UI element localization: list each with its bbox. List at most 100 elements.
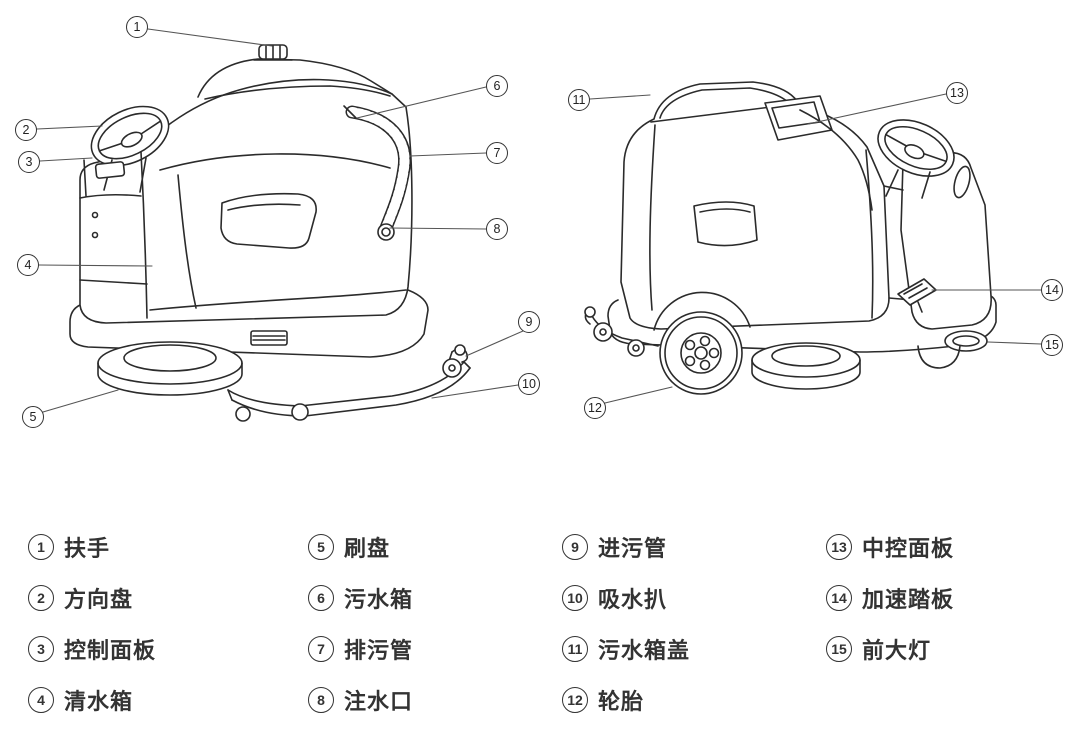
callout-9-sewage-inlet: 9 bbox=[518, 311, 540, 333]
tank-top-cap bbox=[197, 58, 393, 98]
legend-item-accelerator-pedal: 14 加速踏板 bbox=[826, 584, 955, 612]
legend-item-control-panel: 3 控制面板 bbox=[28, 635, 157, 663]
beacon bbox=[253, 44, 293, 61]
legend-label: 轮胎 bbox=[598, 688, 645, 714]
machine-diagram-area: 1 2 3 4 5 6 7 8 9 10 11 12 13 14 15 bbox=[15, 16, 1063, 428]
legend-number: 13 bbox=[826, 533, 852, 560]
legend-item-clean-water-tank: 4 清水箱 bbox=[28, 686, 156, 714]
parts-legend: 1 扶手 2 方向盘 3 控制面板 4 清水箱 5 刷盘 6 bbox=[0, 528, 1081, 728]
legend-number: 14 bbox=[826, 584, 852, 611]
legend-item-steering-wheel: 2 方向盘 bbox=[28, 584, 156, 612]
legend-label: 进污管 bbox=[598, 535, 668, 561]
callout-number: 4 bbox=[24, 258, 32, 272]
callout-number: 6 bbox=[493, 79, 501, 93]
legend-number: 4 bbox=[28, 686, 54, 713]
diagram-canvas bbox=[36, 28, 1042, 422]
legend-label: 方向盘 bbox=[64, 586, 134, 612]
callout-13-central-panel: 13 bbox=[946, 82, 968, 104]
clean-water-tank bbox=[79, 151, 148, 319]
legend-item-handrail: 1 扶手 bbox=[28, 533, 156, 561]
steering-wheel bbox=[877, 119, 955, 199]
callout-10-squeegee: 10 bbox=[518, 373, 540, 395]
legend-item-squeegee: 10 吸水扒 bbox=[562, 584, 690, 612]
callout-number: 2 bbox=[22, 123, 30, 137]
callout-number: 7 bbox=[493, 146, 501, 160]
seat-opening bbox=[220, 192, 317, 249]
control-panel bbox=[83, 159, 126, 197]
legend-number: 10 bbox=[562, 584, 588, 611]
seat-opening bbox=[693, 201, 758, 247]
callout-5-brush-disc: 5 bbox=[22, 406, 44, 428]
legend-column-3: 9 进污管 10 吸水扒 11 污水箱盖 12 轮胎 bbox=[562, 533, 691, 714]
machine-front-left-view bbox=[69, 44, 471, 422]
legend-item-tire: 12 轮胎 bbox=[562, 686, 690, 714]
callout-14-pedal: 14 bbox=[1041, 279, 1063, 301]
legend-label: 中控面板 bbox=[862, 535, 955, 561]
sewage-inlet-pipe bbox=[442, 344, 469, 378]
legend-number: 7 bbox=[308, 635, 334, 662]
legend-number: 2 bbox=[28, 584, 54, 611]
legend-label: 控制面板 bbox=[64, 637, 157, 663]
legend-label: 前大灯 bbox=[862, 637, 932, 663]
legend-label: 吸水扒 bbox=[598, 586, 668, 612]
legend-number: 8 bbox=[308, 686, 334, 713]
callout-2-steering-wheel: 2 bbox=[15, 119, 37, 141]
callout-number: 10 bbox=[522, 377, 536, 391]
machine-body bbox=[620, 81, 890, 330]
legend-item-central-panel: 13 中控面板 bbox=[826, 533, 955, 561]
brush-deck bbox=[751, 342, 861, 390]
callout-number: 12 bbox=[588, 401, 602, 415]
legend-number: 1 bbox=[28, 533, 54, 560]
legend-number: 15 bbox=[826, 635, 852, 662]
callout-4-clean-water-tank: 4 bbox=[17, 254, 39, 276]
callout-15-headlight: 15 bbox=[1041, 334, 1063, 356]
legend-number: 12 bbox=[562, 686, 588, 713]
legend-number: 3 bbox=[28, 635, 54, 662]
legend-number: 5 bbox=[308, 533, 334, 560]
callout-number: 1 bbox=[133, 20, 141, 34]
callout-number: 9 bbox=[525, 315, 533, 329]
legend-label: 污水箱盖 bbox=[598, 637, 691, 663]
legend-number: 11 bbox=[562, 635, 588, 662]
legend-column-4: 13 中控面板 14 加速踏板 15 前大灯 bbox=[826, 533, 955, 663]
legend-label: 排污管 bbox=[344, 637, 414, 663]
callout-6-recovery-tank: 6 bbox=[486, 75, 508, 97]
drain-hose bbox=[343, 105, 412, 235]
legend-label: 注水口 bbox=[344, 688, 414, 714]
callout-12-tire: 12 bbox=[584, 397, 606, 419]
rear-wheel bbox=[653, 291, 751, 395]
callout-number: 13 bbox=[950, 86, 964, 100]
callout-8-fill-port: 8 bbox=[486, 218, 508, 240]
machine-rear-right-view bbox=[584, 81, 997, 395]
legend-item-recovery-tank: 6 污水箱 bbox=[308, 584, 414, 612]
callout-number: 8 bbox=[493, 222, 501, 236]
leader-lines bbox=[36, 28, 1042, 413]
callout-3-control-panel: 3 bbox=[18, 151, 40, 173]
callout-number: 5 bbox=[29, 410, 37, 424]
callout-7-drain-hose: 7 bbox=[486, 142, 508, 164]
legend-item-fill-port: 8 注水口 bbox=[308, 686, 414, 714]
squeegee bbox=[227, 361, 471, 422]
callout-11-tank-cover: 11 bbox=[568, 89, 590, 111]
legend-label: 刷盘 bbox=[344, 535, 391, 561]
callout-number: 15 bbox=[1045, 338, 1059, 352]
legend-item-tank-cover: 11 污水箱盖 bbox=[562, 635, 691, 663]
water-fill-port bbox=[377, 223, 395, 241]
legend-label: 扶手 bbox=[64, 535, 111, 561]
legend-item-sewage-inlet: 9 进污管 bbox=[562, 533, 690, 561]
legend-label: 清水箱 bbox=[64, 688, 134, 714]
legend-label: 污水箱 bbox=[344, 586, 414, 612]
callout-number: 3 bbox=[25, 155, 33, 169]
callout-1-handrail: 1 bbox=[126, 16, 148, 38]
front-wheel bbox=[917, 345, 961, 369]
legend-item-drain-hose: 7 排污管 bbox=[308, 635, 414, 663]
chassis-vent bbox=[250, 330, 288, 346]
legend-number: 9 bbox=[562, 533, 588, 560]
headlight bbox=[944, 330, 988, 352]
legend-column-1: 1 扶手 2 方向盘 3 控制面板 4 清水箱 bbox=[28, 533, 157, 714]
legend-label: 加速踏板 bbox=[862, 586, 955, 612]
legend-number: 6 bbox=[308, 584, 334, 611]
legend-column-2: 5 刷盘 6 污水箱 7 排污管 8 注水口 bbox=[308, 533, 414, 714]
brush-deck bbox=[97, 341, 243, 396]
